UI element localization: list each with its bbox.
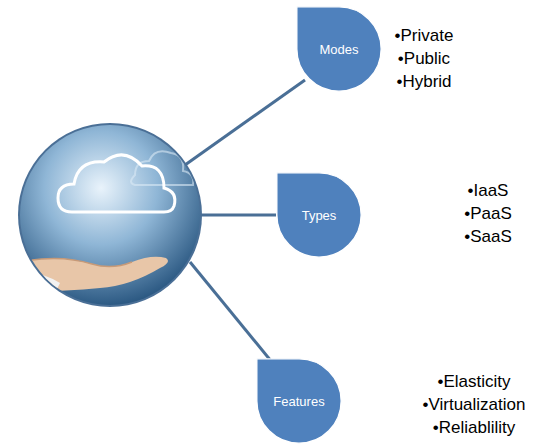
bullet-item: •Hybrid (396, 72, 451, 92)
bullet-item: •Elasticity (437, 372, 510, 392)
bullet-item: •Reliablility (433, 418, 515, 438)
node-label: Modes (296, 42, 382, 57)
node-label: Types (276, 208, 362, 223)
node-label: Features (256, 394, 342, 409)
cloud-hand-photo (0, 123, 202, 323)
bullet-item: •Public (398, 49, 450, 69)
droplet-node: Types (276, 172, 362, 258)
bullet-item: •Virtualization (423, 395, 526, 415)
droplet-node: Features (256, 358, 342, 444)
bullet-item: •Private (395, 26, 454, 46)
bullet-item: •SaaS (464, 227, 512, 247)
bullet-item: •PaaS (464, 204, 512, 224)
bullet-item: •IaaS (468, 181, 509, 201)
droplet-node: Modes (296, 6, 382, 92)
